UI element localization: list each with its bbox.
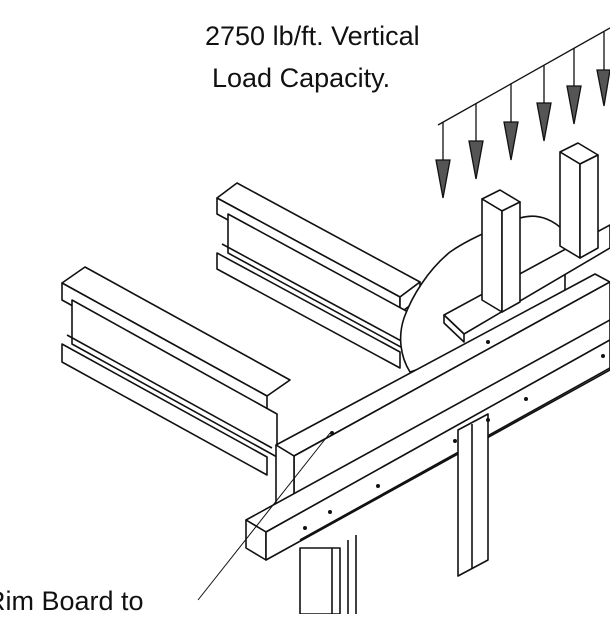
back-i-joist [216, 182, 421, 369]
post-front [299, 535, 357, 614]
nails [303, 340, 605, 530]
rim-board-label: Rim Board to [0, 586, 144, 616]
leader-line [197, 432, 331, 601]
load-capacity-label-line-1: 2750 lb/ft. Vertical [205, 21, 420, 51]
load-arrows [435, 27, 610, 199]
stud-left [481, 189, 521, 313]
front-i-joist [61, 266, 291, 476]
load-capacity-label-line-2: Load Capacity. [212, 63, 391, 93]
bottom-plate [443, 224, 610, 343]
post-back [457, 413, 489, 577]
support-beam [245, 319, 610, 561]
stud-right [559, 142, 599, 259]
